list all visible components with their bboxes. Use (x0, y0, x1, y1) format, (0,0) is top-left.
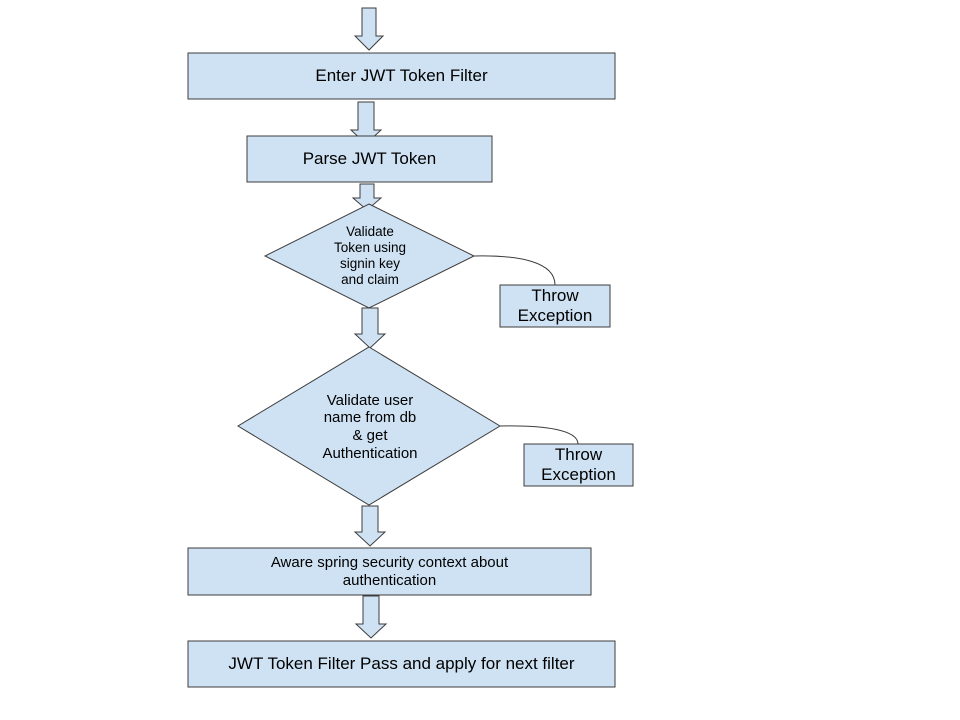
label-throw-exception-2: Throw Exception (541, 444, 616, 484)
box-aware-context (187, 547, 592, 596)
box-enter-filter (187, 52, 616, 100)
box-parse-token (246, 135, 493, 183)
label-enter-filter: Enter JWT Token Filter (315, 65, 488, 85)
diamond-validate-token (263, 203, 476, 309)
label-validate-token: Validate Token using signin key and clai… (333, 224, 407, 287)
arrow-down-0 (353, 7, 385, 51)
label-throw-exception-1: Throw Exception (517, 285, 593, 325)
box-filter-pass (187, 640, 616, 688)
box-throw-exception-1 (499, 284, 611, 328)
arrow-down-3 (353, 307, 387, 349)
connector-curve-1 (473, 255, 556, 286)
connector-curve-2 (499, 425, 579, 445)
diamond-validate-user (237, 346, 501, 506)
arrow-down-4 (353, 505, 387, 547)
arrow-down-2 (351, 183, 383, 211)
label-aware-context: Aware spring security context about auth… (270, 553, 509, 589)
label-filter-pass: JWT Token Filter Pass and apply for next… (228, 653, 575, 673)
label-validate-user: Validate user name from db & get Authent… (322, 391, 418, 462)
box-throw-exception-2 (523, 443, 634, 487)
arrow-down-5 (354, 595, 388, 639)
label-parse-token: Parse JWT Token (302, 148, 437, 168)
